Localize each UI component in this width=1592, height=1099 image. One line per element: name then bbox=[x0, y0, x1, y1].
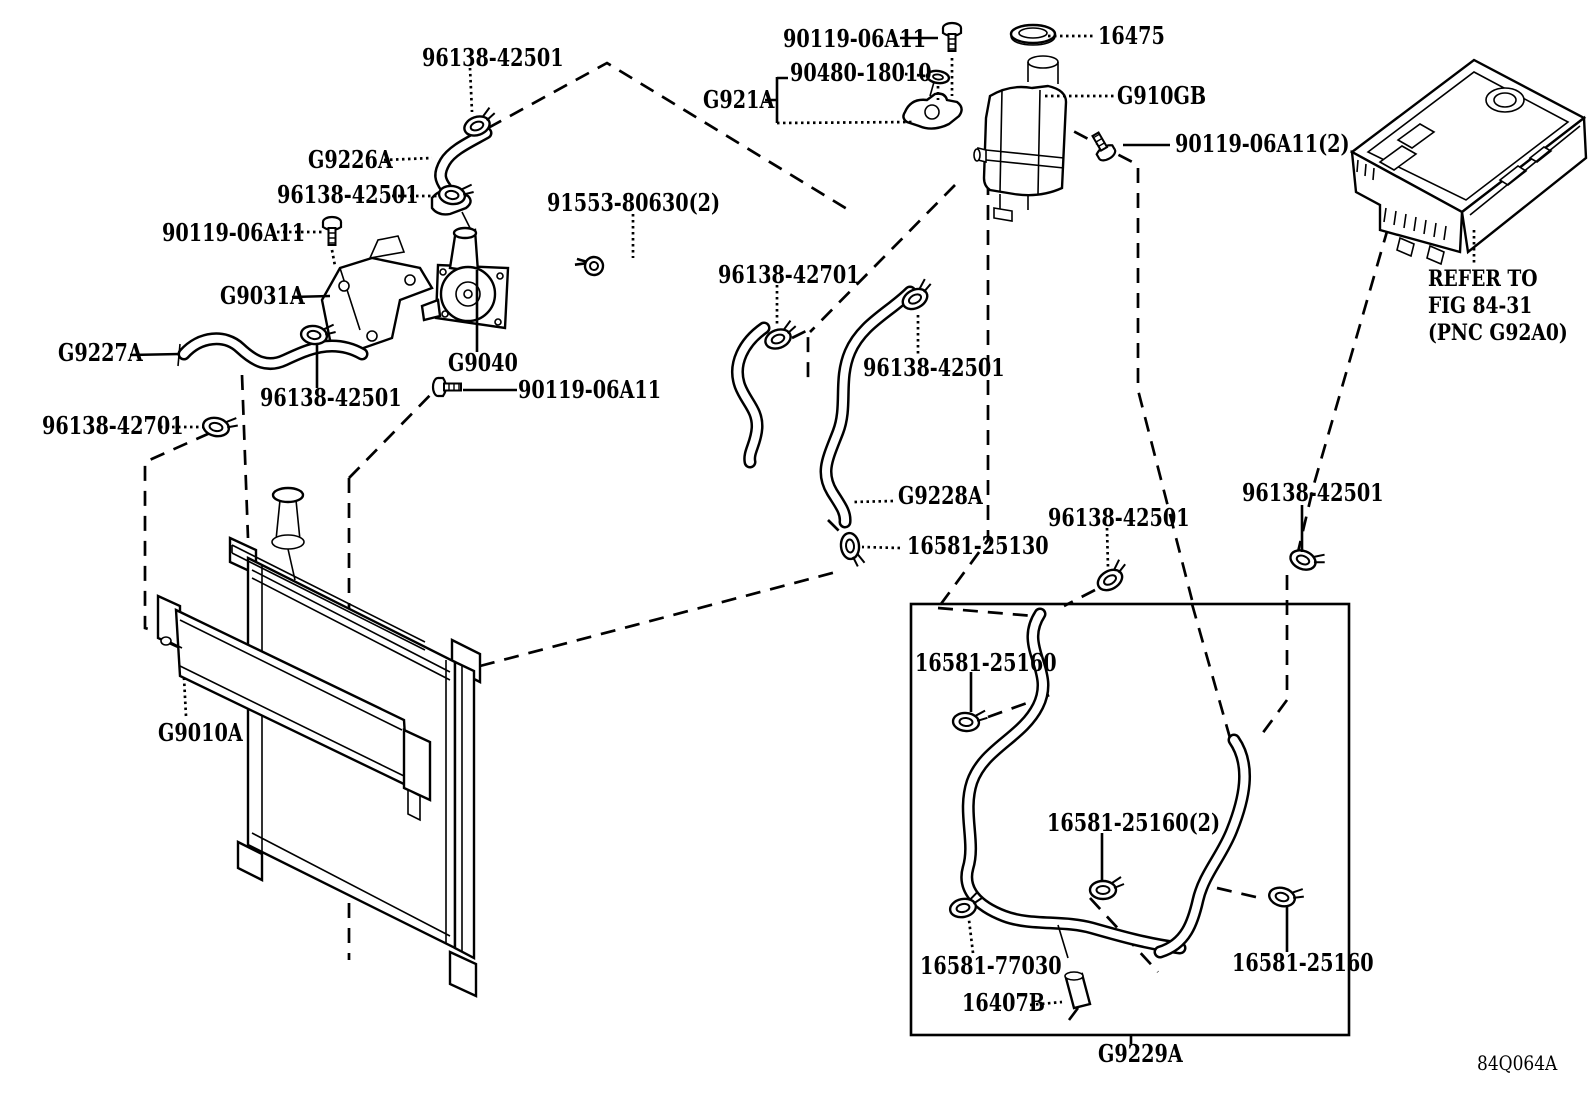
leader-lines-solid bbox=[129, 36, 1304, 1044]
sub-radiator-drawing bbox=[156, 594, 432, 822]
part-label-16581-25160-a[interactable]: 16581-25160 bbox=[915, 648, 1057, 677]
hose-g9229a-right-drawing bbox=[1153, 733, 1252, 959]
part-label-16475[interactable]: 16475 bbox=[1098, 21, 1165, 50]
reservoir-tank-drawing bbox=[973, 55, 1068, 222]
part-label-90480-18010[interactable]: 90480-18010 bbox=[790, 58, 932, 87]
hose-g9227a-drawing bbox=[177, 332, 369, 370]
construction-lines bbox=[143, 61, 1390, 973]
reservoir-bracket-drawing bbox=[902, 81, 963, 130]
reference-note-line2: FIG 84-31 bbox=[1428, 293, 1533, 319]
part-label-90119-06a11-a[interactable]: 90119-06A11 bbox=[783, 24, 927, 53]
hose-g9226a-drawing bbox=[434, 126, 493, 195]
hose-g9228a-left-drawing bbox=[731, 321, 771, 469]
part-label-96138-42501-f[interactable]: 96138-42501 bbox=[1242, 478, 1384, 507]
reference-note-line3: (PNC G92A0) bbox=[1428, 320, 1568, 346]
part-label-16581-25160-2[interactable]: 16581-25160(2) bbox=[1047, 808, 1221, 837]
diagram-code: 84Q064A bbox=[1477, 1051, 1558, 1075]
reference-note: REFER TO FIG 84-31 (PNC G92A0) bbox=[1428, 266, 1568, 347]
water-pump-drawing bbox=[420, 226, 510, 330]
hose-g9228a-right-drawing bbox=[819, 285, 917, 529]
leader-lines-dotted bbox=[160, 34, 1476, 1007]
part-label-90119-06a11-c[interactable]: 90119-06A11 bbox=[518, 375, 662, 404]
part-label-90119-06a11-b[interactable]: 90119-06A11 bbox=[162, 218, 306, 247]
drain-cock-icon bbox=[1064, 971, 1092, 1021]
part-label-g9010a[interactable]: G9010A bbox=[158, 718, 243, 747]
part-label-g9227a[interactable]: G9227A bbox=[58, 338, 143, 367]
part-label-16581-77030[interactable]: 16581-77030 bbox=[920, 951, 1062, 980]
part-label-96138-42701-a[interactable]: 96138-42701 bbox=[42, 411, 184, 440]
part-label-90119-06a11-2[interactable]: 90119-06A11(2) bbox=[1175, 129, 1350, 158]
part-label-96138-42501-d[interactable]: 96138-42501 bbox=[863, 353, 1005, 382]
part-label-g9226a[interactable]: G9226A bbox=[308, 145, 393, 174]
radiator-drawing bbox=[228, 536, 482, 998]
part-label-96138-42501-e[interactable]: 96138-42501 bbox=[1048, 503, 1190, 532]
part-label-g9040[interactable]: G9040 bbox=[448, 348, 518, 377]
part-label-g910gb[interactable]: G910GB bbox=[1117, 81, 1207, 110]
part-label-g9228a[interactable]: G9228A bbox=[898, 481, 983, 510]
part-label-g9031a[interactable]: G9031A bbox=[220, 281, 305, 310]
part-label-96138-42501-a[interactable]: 96138-42501 bbox=[422, 43, 564, 72]
inverter-drawing bbox=[1349, 58, 1588, 266]
part-label-91553-80630-2[interactable]: 91553-80630(2) bbox=[547, 188, 721, 217]
radiator-filler-neck-drawing bbox=[271, 486, 305, 581]
part-label-96138-42501-c[interactable]: 96138-42501 bbox=[260, 383, 402, 412]
part-label-16581-25130[interactable]: 16581-25130 bbox=[907, 531, 1049, 560]
part-label-96138-42501-b[interactable]: 96138-42501 bbox=[277, 180, 419, 209]
part-label-16407b[interactable]: 16407B bbox=[962, 988, 1046, 1017]
pump-bracket-drawing bbox=[320, 235, 434, 354]
hose-g9229a-left-drawing bbox=[960, 607, 1187, 959]
part-label-16581-25160-b[interactable]: 16581-25160 bbox=[1232, 948, 1374, 977]
reservoir-cap-icon bbox=[1009, 23, 1057, 46]
part-label-g921a[interactable]: G921A bbox=[703, 85, 775, 114]
part-label-g9229a[interactable]: G9229A bbox=[1098, 1039, 1183, 1068]
part-label-96138-42701-b[interactable]: 96138-42701 bbox=[718, 260, 860, 289]
reference-note-line1: REFER TO bbox=[1428, 266, 1538, 292]
